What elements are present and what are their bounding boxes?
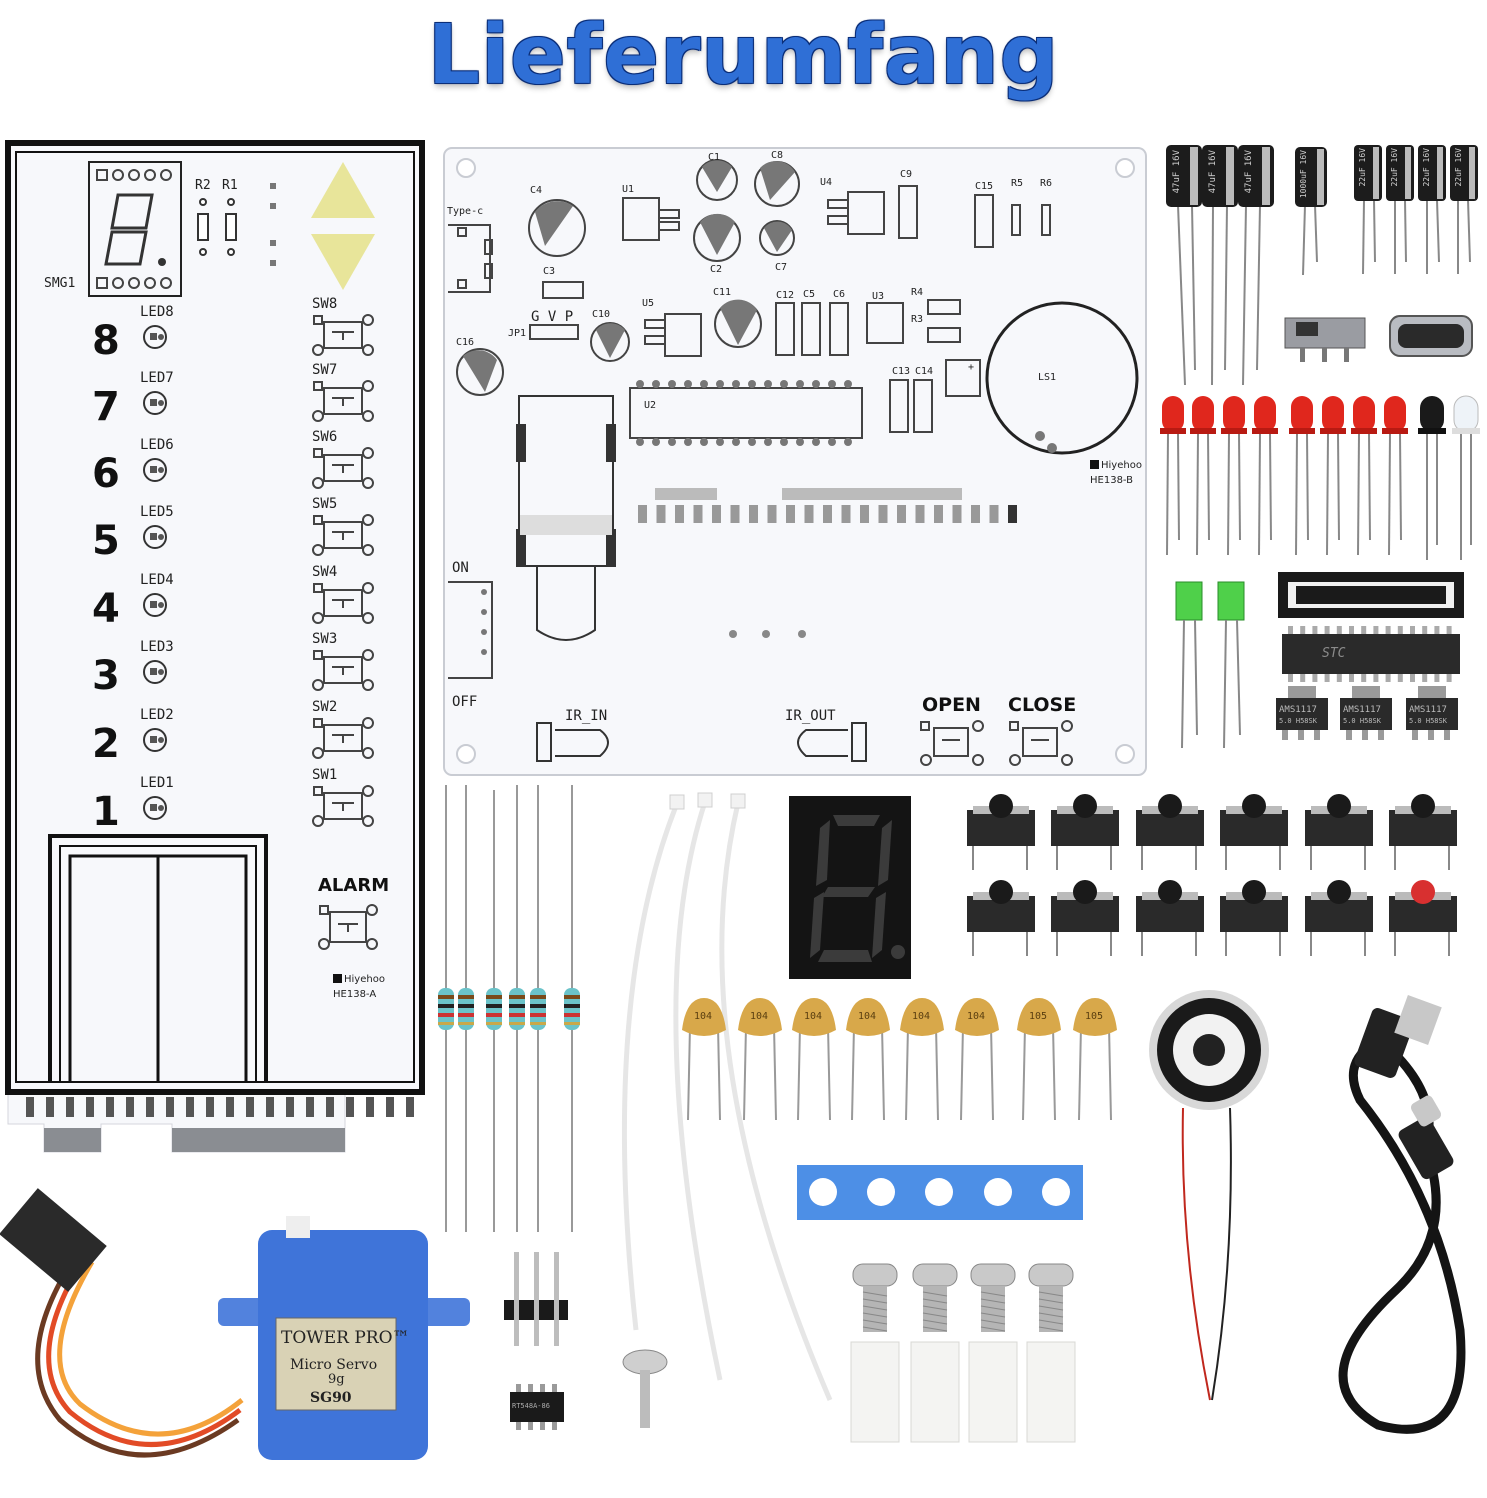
regulator-label-line2: 5.0 H58SK (1409, 717, 1447, 725)
capacitor-22-label: 22uF 16V (1422, 148, 1431, 187)
regulator-label-line1: AMS1117 (1279, 705, 1317, 715)
regulator-label-line2: 5.0 H58SK (1343, 717, 1381, 725)
electrolytic-capacitors (1166, 145, 1478, 386)
ceramic-capacitor-label: 104 (858, 1011, 877, 1022)
spacer-strip (797, 1165, 1083, 1220)
cable-ties (621, 801, 833, 1401)
red-leds (1160, 396, 1408, 556)
ceramic-capacitor-label: 104 (804, 1011, 823, 1022)
regulator-label-line1: AMS1117 (1409, 705, 1447, 715)
capacitor-label: 47uF 16V (1244, 150, 1254, 194)
ceramic-capacitor-label: 104 (967, 1011, 986, 1022)
dip-ic-label: STC (1322, 646, 1346, 661)
servo-line2: 9g (328, 1372, 345, 1387)
small-screw (622, 1349, 668, 1428)
dip-ic (1282, 626, 1460, 682)
seven-segment-display (789, 796, 911, 979)
small-ic-label: RT548A-86 (512, 1402, 550, 1410)
servo-line1: Micro Servo (290, 1357, 378, 1373)
ceramic-capacitor-label: 105 (1085, 1011, 1104, 1022)
slide-switch (1284, 317, 1366, 362)
servo-brand: TOWER PRO™ (281, 1328, 410, 1348)
servo-model: SG90 (310, 1390, 352, 1406)
screws-and-standoffs (850, 1263, 1076, 1443)
ir-leds (1418, 395, 1480, 560)
ceramic-capacitor-label: 105 (1029, 1011, 1048, 1022)
servo-motor (0, 1188, 470, 1460)
usb-cable (1338, 995, 1466, 1434)
usb-c-socket (1389, 315, 1473, 357)
capacitor-22-label: 22uF 16V (1358, 148, 1367, 187)
capacitor-22-label: 22uF 16V (1390, 148, 1399, 187)
capacitor-22-label: 22uF 16V (1454, 148, 1463, 187)
ceramic-capacitor-label: 104 (912, 1011, 931, 1022)
ceramic-capacitors (682, 998, 1117, 1121)
pin-header (504, 1252, 568, 1346)
regulator-label-line2: 5.0 H58SK (1279, 717, 1317, 725)
tactile-switches (967, 794, 1457, 956)
capacitor-label: 47uF 16V (1172, 150, 1182, 194)
page-title: Lieferumfang (427, 8, 1060, 103)
ceramic-capacitor-label: 104 (694, 1011, 713, 1022)
small-ic (510, 1384, 564, 1430)
regulator-label-line1: AMS1117 (1343, 705, 1381, 715)
speaker (1149, 990, 1269, 1401)
capacitor-large-label: 1000uF 16V (1299, 150, 1308, 199)
ceramic-capacitor-label: 104 (750, 1011, 769, 1022)
capacitor-label: 47uF 16V (1208, 150, 1218, 194)
resistors (438, 785, 580, 1232)
green-leds (1175, 581, 1245, 749)
ic-socket (1278, 572, 1464, 618)
voltage-regulators (1276, 686, 1458, 740)
